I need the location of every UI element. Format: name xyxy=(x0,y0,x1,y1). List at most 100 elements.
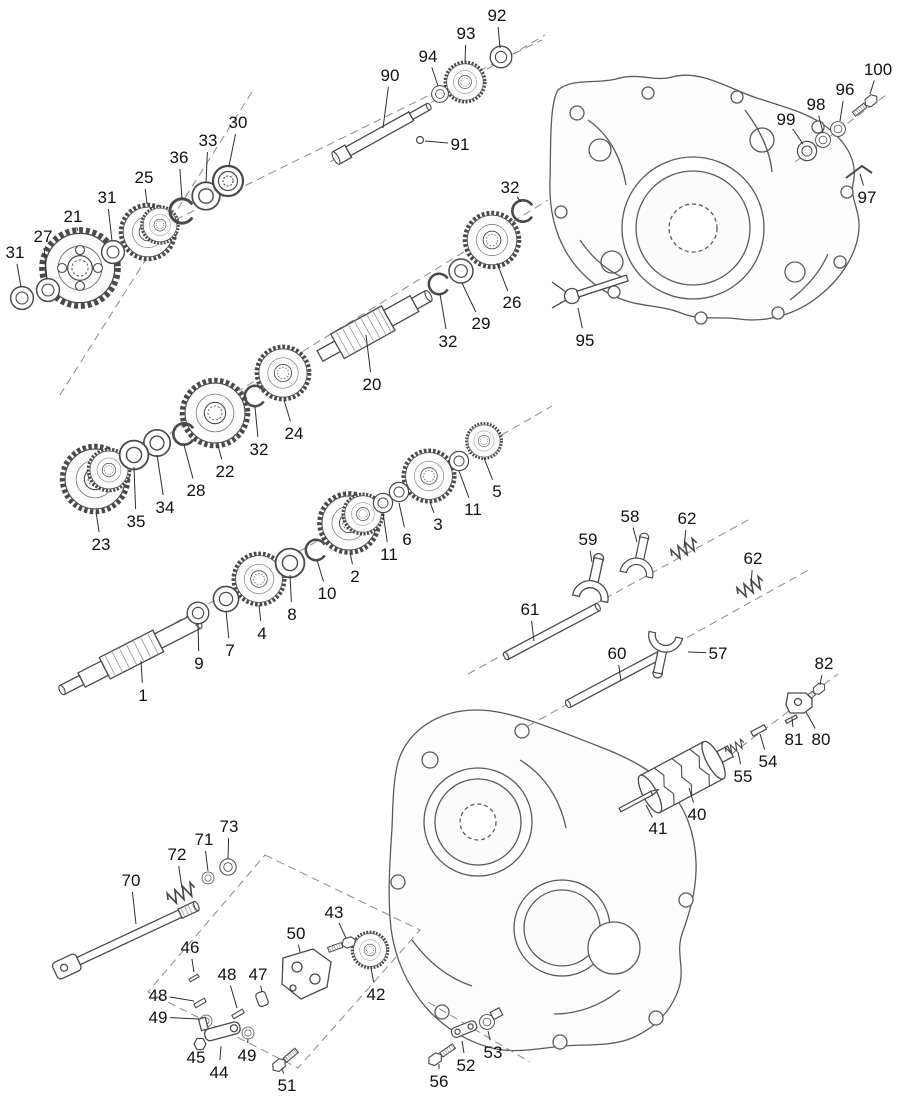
gear-22 xyxy=(182,380,248,446)
leader-line-40 xyxy=(688,787,694,803)
part-number-22: 22 xyxy=(216,462,235,481)
pin-46 xyxy=(188,973,200,983)
part-number-80: 80 xyxy=(812,730,831,749)
part-number-43: 43 xyxy=(325,903,344,922)
part-number-4: 4 xyxy=(257,624,266,643)
part-number-100: 100 xyxy=(864,60,892,79)
leader-line-32 xyxy=(439,293,447,330)
washer-31-b xyxy=(9,285,35,311)
leader-line-72 xyxy=(178,865,183,889)
part-number-92: 92 xyxy=(488,6,507,25)
bolt-100 xyxy=(850,92,881,119)
shift-fork-57 xyxy=(639,630,684,682)
circlip-10 xyxy=(304,538,326,562)
leader-line-33 xyxy=(205,151,208,184)
leader-line-28 xyxy=(183,444,194,479)
leader-line-60 xyxy=(618,664,622,682)
leader-line-9 xyxy=(197,622,200,652)
part-number-30: 30 xyxy=(229,113,248,132)
bearing-30 xyxy=(211,164,245,198)
part-number-29: 29 xyxy=(472,314,491,333)
leader-line-57 xyxy=(687,651,707,654)
part-number-81: 81 xyxy=(785,730,804,749)
leader-line-91 xyxy=(424,140,449,144)
leader-line-70 xyxy=(131,891,137,925)
gearshift-shaft-70 xyxy=(51,900,200,980)
washer-96 xyxy=(830,121,846,137)
gear-25-tier xyxy=(140,205,180,245)
part-number-47: 47 xyxy=(249,965,268,984)
circlip-32-a xyxy=(511,199,534,223)
leader-line-90 xyxy=(382,86,389,129)
washer-27 xyxy=(35,277,61,303)
stopper-plate-80 xyxy=(785,692,813,714)
leader-line-34 xyxy=(156,454,164,496)
leader-line-1 xyxy=(140,660,143,684)
washer-31-a xyxy=(100,239,126,265)
washer-8 xyxy=(274,547,306,579)
leader-line-48 xyxy=(169,996,195,1002)
leader-line-24 xyxy=(283,399,291,422)
ring-9 xyxy=(186,601,210,625)
leader-line-32 xyxy=(254,406,259,438)
gear-5 xyxy=(465,422,503,460)
leader-line-31 xyxy=(16,263,22,288)
leader-line-55 xyxy=(737,751,742,765)
leader-line-99 xyxy=(792,128,804,145)
washer-99 xyxy=(796,140,818,162)
part-number-32: 32 xyxy=(501,178,520,197)
leader-line-43 xyxy=(338,922,347,939)
part-number-58: 58 xyxy=(621,507,640,526)
bush-11-a xyxy=(448,450,470,472)
pin-48-a xyxy=(193,997,207,1009)
part-number-1: 1 xyxy=(138,686,147,705)
washer-73 xyxy=(219,858,237,876)
part-number-31: 31 xyxy=(98,188,117,207)
leader-line-27 xyxy=(43,247,48,280)
link-52 xyxy=(450,1020,478,1039)
washer-35 xyxy=(118,439,150,471)
leader-line-46 xyxy=(191,958,195,973)
part-number-45: 45 xyxy=(187,1048,206,1067)
leader-line-51 xyxy=(281,1067,285,1074)
leader-line-53 xyxy=(487,1030,491,1041)
drum-pin-rod-41 xyxy=(618,788,660,813)
shift-fork-rod-61 xyxy=(502,602,601,661)
leader-line-52 xyxy=(461,1040,465,1054)
leader-line-36 xyxy=(179,168,183,200)
leader-line-54 xyxy=(759,733,766,750)
part-number-2: 2 xyxy=(350,567,359,586)
leader-line-10 xyxy=(316,559,324,582)
part-number-53: 53 xyxy=(484,1043,503,1062)
part-number-57: 57 xyxy=(709,644,728,663)
part-number-62: 62 xyxy=(678,509,697,528)
washer-98 xyxy=(815,132,831,148)
leader-line-62 xyxy=(683,529,687,549)
part-number-91: 91 xyxy=(451,135,470,154)
washer-94 xyxy=(431,85,449,103)
part-number-72: 72 xyxy=(168,845,187,864)
part-number-51: 51 xyxy=(278,1076,297,1095)
leader-line-32 xyxy=(516,196,522,203)
leader-line-94 xyxy=(431,67,439,87)
part-number-95: 95 xyxy=(576,331,595,350)
circlip-32-b xyxy=(427,272,449,296)
part-number-21: 21 xyxy=(64,207,83,226)
part-number-96: 96 xyxy=(836,80,855,99)
gear-24 xyxy=(254,344,312,402)
part-number-32: 32 xyxy=(250,440,269,459)
guide-plate-50 xyxy=(281,948,332,1000)
circlip-32-c xyxy=(243,384,265,408)
part-number-11: 11 xyxy=(464,500,482,519)
part-number-82: 82 xyxy=(815,654,834,673)
washer-7 xyxy=(212,585,240,613)
leader-line-100 xyxy=(869,80,875,95)
gear-21-web-holes xyxy=(56,244,104,292)
part-number-46: 46 xyxy=(181,938,200,957)
gear-26 xyxy=(465,213,519,267)
input-shaft-20 xyxy=(316,289,433,363)
part-number-71: 71 xyxy=(195,830,214,849)
part-number-5: 5 xyxy=(492,482,501,501)
bolt-56 xyxy=(425,1041,458,1069)
